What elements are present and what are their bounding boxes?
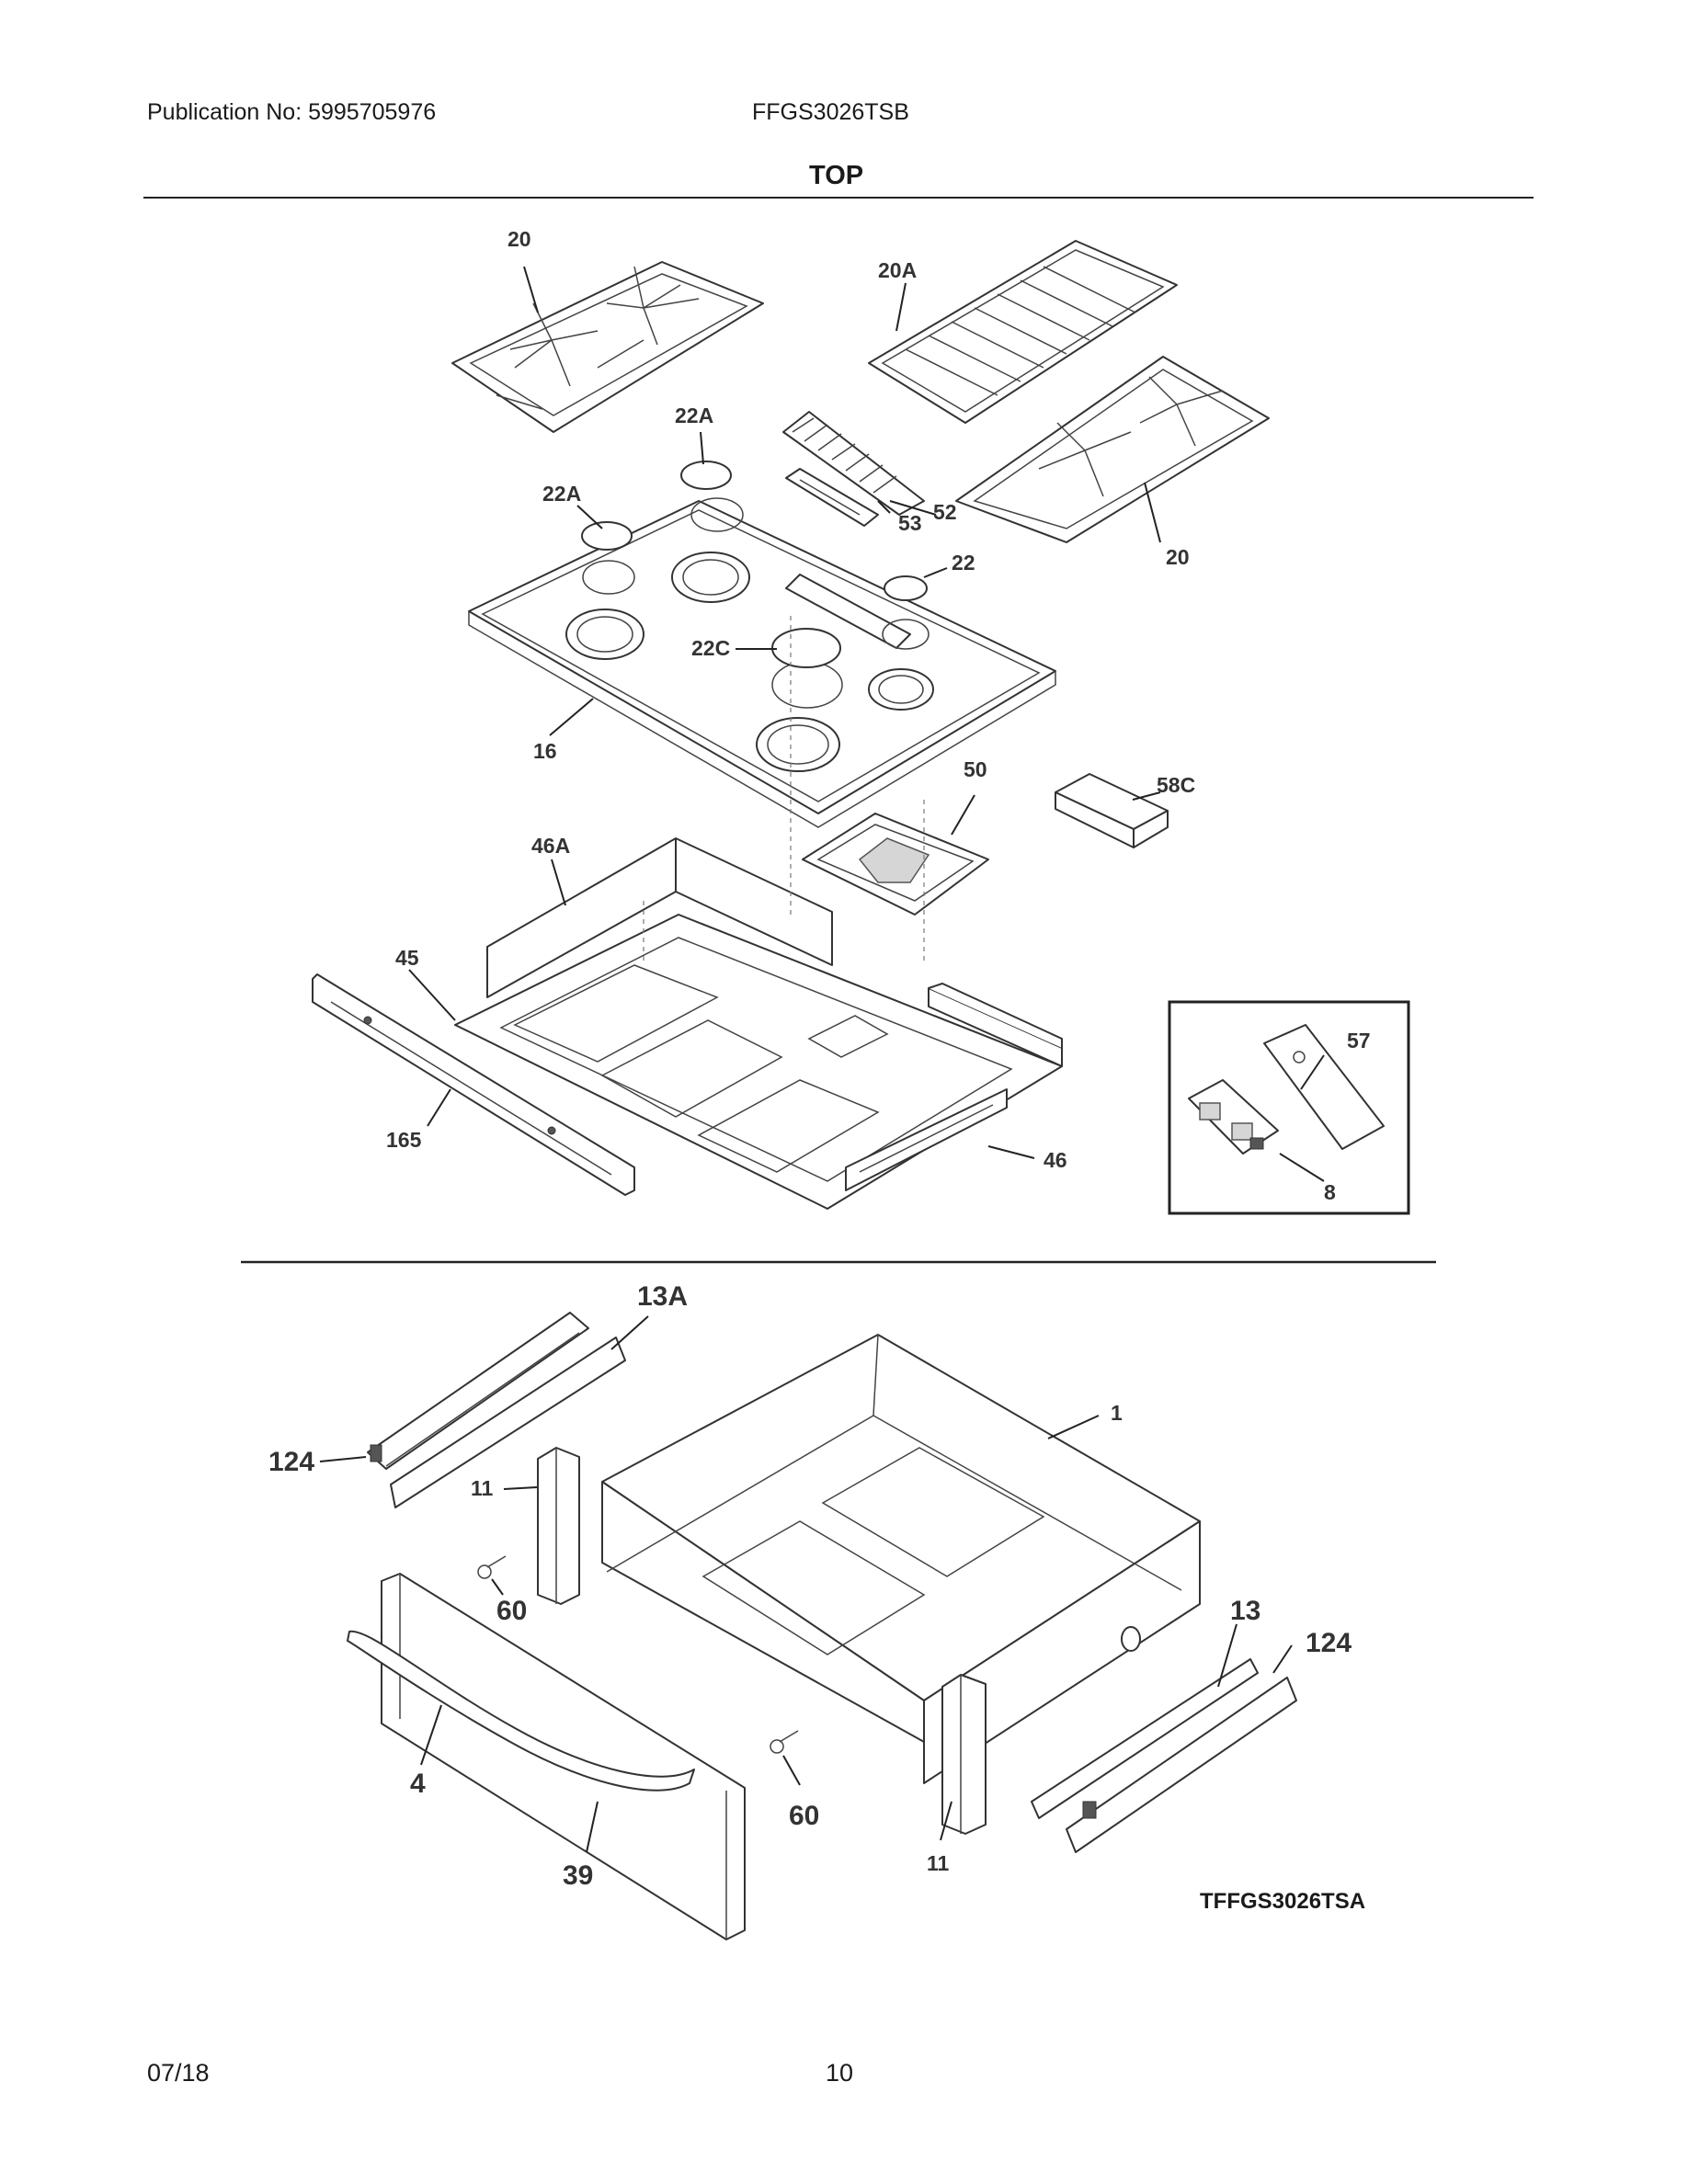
- model-number: FFGS3026TSB: [752, 99, 909, 125]
- callout-52: 52: [933, 500, 957, 524]
- part-52-53: [782, 411, 925, 527]
- callout-4: 4: [410, 1769, 426, 1799]
- callout-13a: 13A: [637, 1281, 688, 1312]
- callout-60-right: 60: [789, 1801, 819, 1831]
- part-46: [845, 1088, 1008, 1191]
- cooktop: [468, 461, 1056, 828]
- callout-11-top: 11: [471, 1476, 494, 1500]
- callout-60-left: 60: [496, 1596, 527, 1626]
- callout-45: 45: [395, 946, 419, 970]
- bracket-11-bottom: [941, 1674, 987, 1835]
- callout-13: 13: [1230, 1596, 1260, 1626]
- drawer-body: [601, 1334, 1201, 1784]
- grate-left: [451, 261, 764, 433]
- callout-20-left: 20: [508, 227, 531, 251]
- callout-8: 8: [1324, 1180, 1336, 1204]
- callout-50: 50: [964, 757, 987, 781]
- callout-22a-left: 22A: [542, 482, 581, 506]
- leader-lines: [319, 266, 1325, 1853]
- slide-13: [1031, 1658, 1297, 1853]
- part-46a: [486, 837, 833, 998]
- callout-22a-top: 22A: [675, 404, 713, 427]
- callout-11-bottom: 11: [927, 1851, 950, 1875]
- callout-46: 46: [1044, 1148, 1067, 1172]
- callout-20a: 20A: [878, 258, 917, 282]
- part-50: [802, 813, 989, 916]
- callout-39: 39: [563, 1860, 593, 1891]
- callout-124-right: 124: [1306, 1628, 1352, 1658]
- callout-22c: 22C: [691, 636, 730, 660]
- header-rule: [143, 197, 1534, 199]
- inset-panel: [1168, 1000, 1410, 1215]
- part-58c: [1055, 773, 1169, 848]
- section-title: TOP: [809, 161, 864, 190]
- slide-13a: [367, 1312, 626, 1508]
- grate-right: [955, 356, 1270, 543]
- callout-165: 165: [386, 1128, 422, 1152]
- callout-57: 57: [1347, 1029, 1371, 1052]
- callout-124-left: 124: [268, 1447, 314, 1477]
- publication-number: Publication No: 5995705976: [147, 99, 437, 125]
- callout-46a: 46A: [531, 834, 570, 858]
- callout-20-right: 20: [1166, 545, 1190, 569]
- callout-1: 1: [1111, 1401, 1123, 1425]
- grate-center: [868, 240, 1178, 424]
- drawer-front: [347, 1555, 799, 1940]
- diagram-model-code: TFFGS3026TSA: [1200, 1889, 1366, 1914]
- front-rail: [312, 973, 635, 1196]
- footer-page-number: 10: [826, 2059, 854, 2087]
- footer-date: 07/18: [147, 2059, 210, 2087]
- callout-22: 22: [952, 551, 975, 574]
- callout-58c: 58C: [1157, 773, 1195, 797]
- callout-53: 53: [898, 511, 922, 535]
- bracket-11-top: [537, 1447, 580, 1605]
- callout-16: 16: [533, 739, 557, 763]
